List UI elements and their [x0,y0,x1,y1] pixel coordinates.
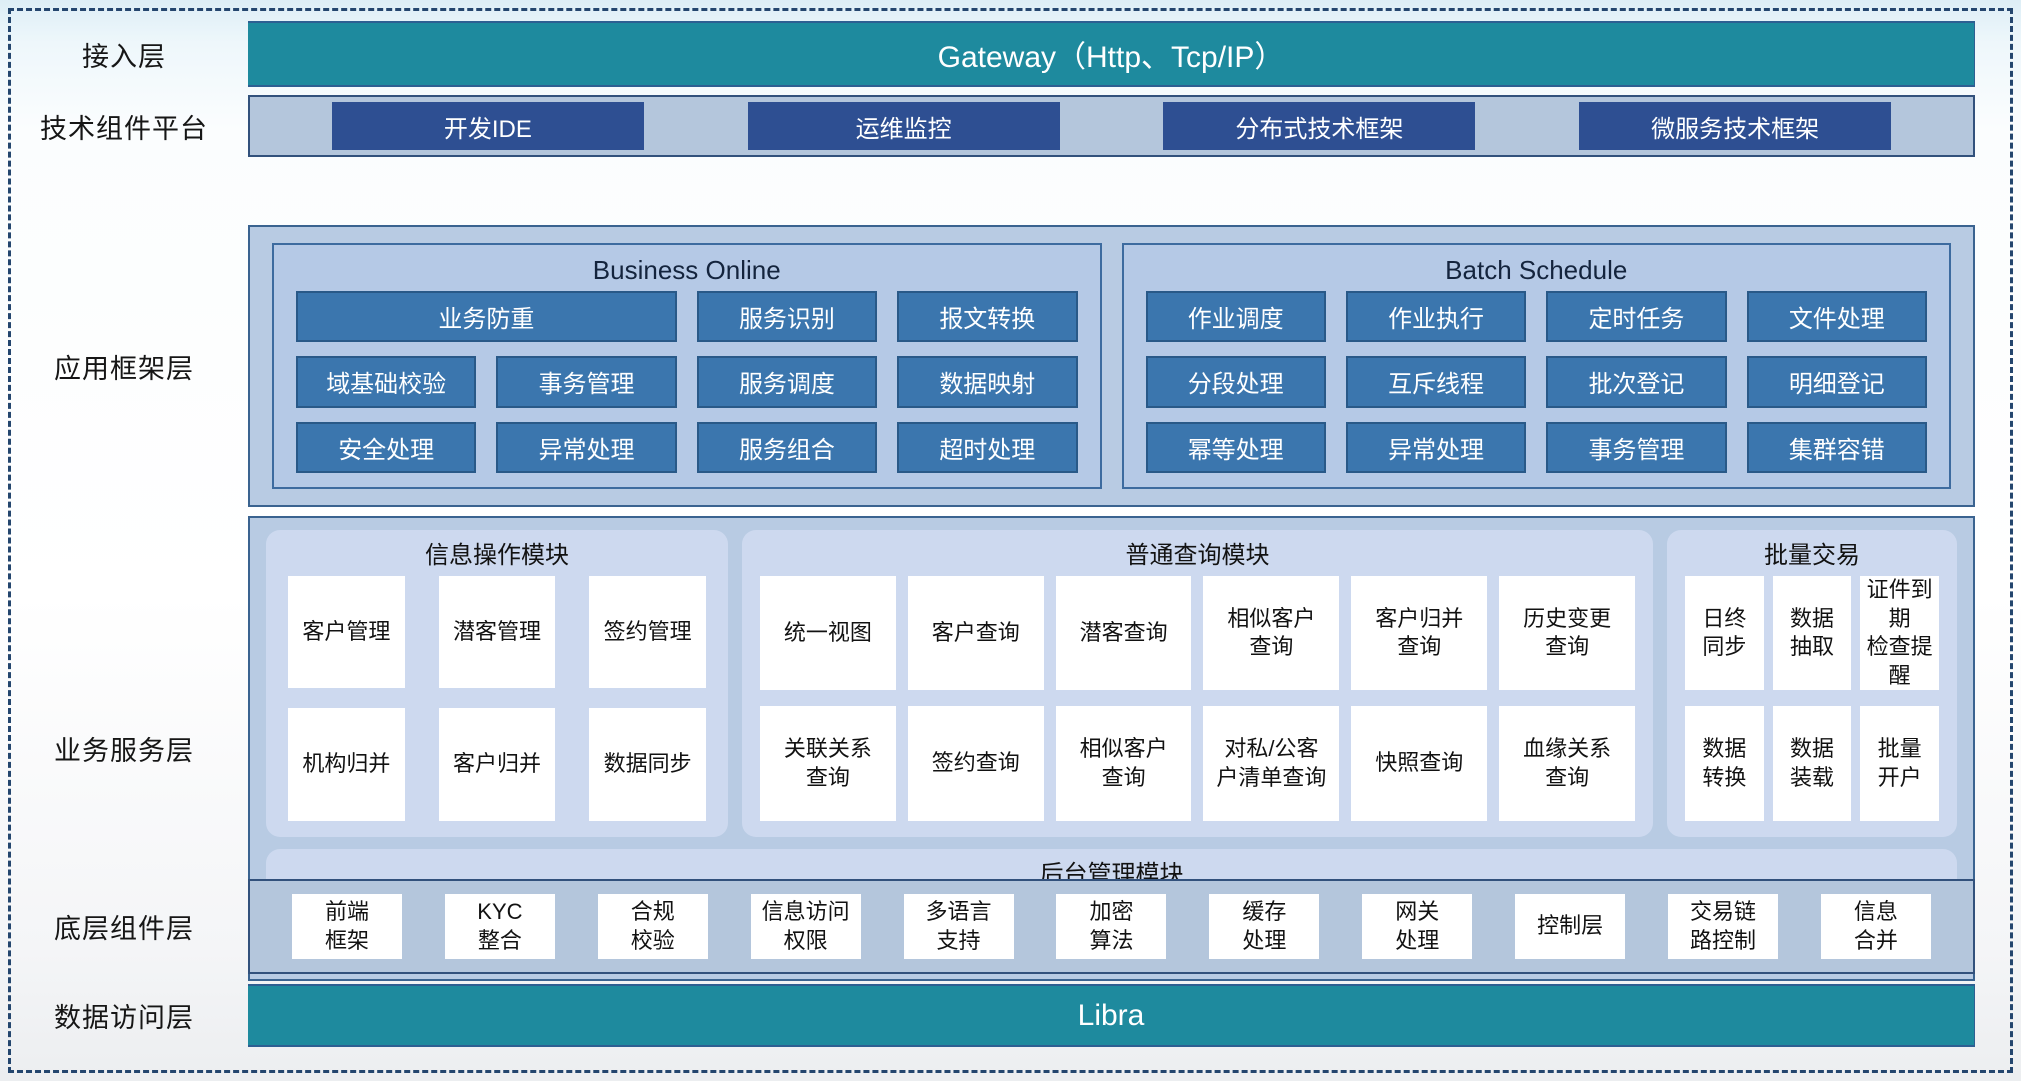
batch-schedule-box: 定时任务 [1546,291,1727,343]
query-module-cell: 签约查询 [907,706,1044,821]
info-module-grid: 客户管理潜客管理签约管理机构归并客户归并数据同步 [284,574,710,823]
tech-platform-bar: 开发IDE 运维监控 分布式技术框架 微服务技术框架 [248,95,1975,157]
base-component-cell: 缓存 处理 [1209,894,1320,959]
batch-schedule-box: 互斥线程 [1345,356,1527,408]
base-component-cell: 多语言 支持 [903,894,1014,959]
tech-component-box: 开发IDE [331,102,644,150]
info-module-cell: 潜客管理 [438,576,556,689]
batch-schedule-box: 作业执行 [1345,291,1527,343]
batch-trade-grid: 日终 同步数据 抽取证件到期 检查提醒数据 转换数据 装载批量 开户 [1685,574,1939,823]
business-service-label: 业务服务层 [54,735,194,766]
batch-schedule-title: Batch Schedule [1445,255,1628,285]
query-module-cell: 客户查询 [907,576,1044,691]
query-module-cell: 客户归并 查询 [1351,576,1488,691]
query-module-title: 普通查询模块 [1125,542,1270,569]
batch-schedule-panel: Batch Schedule 作业调度作业执行定时任务文件处理分段处理互斥线程批… [1121,243,1951,489]
business-service-row: 业务服务层 信息操作模块 客户管理潜客管理签约管理机构归并客户归并数据同步 普通… [0,516,1975,981]
query-module-cell: 关联关系 查询 [760,706,896,821]
batch-trade-title: 批量交易 [1764,542,1860,569]
base-component-cell: 合规 校验 [597,894,708,959]
base-component-cell: 加密 算法 [1056,894,1167,959]
business-online-title: Business Online [592,255,781,285]
business-online-box: 异常处理 [496,421,677,473]
base-component-cell: KYC 整合 [444,894,555,959]
query-module-cell: 血缘关系 查询 [1499,706,1635,821]
tech-platform-label: 技术组件平台 [40,113,208,144]
batch-trade-cell: 数据 转换 [1685,706,1764,821]
query-module-cell: 统一视图 [760,576,896,691]
tech-component-box: 运维监控 [747,102,1060,150]
base-components-row: 底层组件层 前端 框架 KYC 整合合规 校验信息访问 权限多语言 支持加密 算法… [0,879,1975,974]
query-module-grid: 统一视图客户查询潜客查询相似客户 查询客户归并 查询历史变更 查询关联关系 查询… [760,574,1635,823]
query-module-cell: 相似客户 查询 [1203,576,1340,691]
app-framework-label: 应用框架层 [54,353,194,384]
batch-trade-cell: 数据 抽取 [1772,576,1852,691]
batch-schedule-box: 异常处理 [1345,421,1527,473]
batch-trade-cell: 批量 开户 [1860,706,1939,821]
data-access-row: 数据访问层 Libra [0,984,1975,1047]
base-component-cell: 控制层 [1515,894,1626,959]
batch-schedule-box: 集群容错 [1746,421,1927,473]
business-online-box: 数据映射 [897,356,1078,408]
info-module-cell: 签约管理 [589,576,706,689]
business-online-box: 服务组合 [696,421,878,473]
query-module-cell: 相似客户 查询 [1055,706,1192,821]
batch-schedule-box: 事务管理 [1546,421,1727,473]
info-module-cell: 数据同步 [589,708,706,821]
batch-trade-cell: 数据 装载 [1772,706,1852,821]
business-online-box: 安全处理 [296,421,477,473]
diagram-rows: 接入层 Gateway（Http、Tcp/IP） 技术组件平台 开发IDE 运维监… [0,21,1975,1047]
info-module-cell: 客户归并 [438,708,556,821]
info-module-title: 信息操作模块 [425,542,569,569]
query-module-cell: 历史变更 查询 [1499,576,1635,691]
query-module-cell: 对私/公客 户清单查询 [1203,706,1340,821]
query-module-panel: 普通查询模块 统一视图客户查询潜客查询相似客户 查询客户归并 查询历史变更 查询… [742,530,1653,837]
batch-schedule-box: 作业调度 [1145,291,1326,343]
business-service-top-panels: 信息操作模块 客户管理潜客管理签约管理机构归并客户归并数据同步 普通查询模块 统… [266,530,1957,837]
business-online-box: 事务管理 [496,356,677,408]
base-component-cell: 信息 合并 [1820,894,1931,959]
tech-platform-row: 技术组件平台 开发IDE 运维监控 分布式技术框架 微服务技术框架 [0,95,1975,157]
business-online-box: 报文转换 [897,291,1078,343]
business-online-box: 服务调度 [696,356,878,408]
business-online-box: 超时处理 [897,421,1078,473]
batch-trade-cell: 证件到期 检查提醒 [1860,576,1939,691]
batch-schedule-grid: 作业调度作业执行定时任务文件处理分段处理互斥线程批次登记明细登记幂等处理异常处理… [1145,291,1927,473]
batch-schedule-box: 文件处理 [1746,291,1927,343]
business-online-grid: 业务防重服务识别报文转换域基础校验事务管理服务调度数据映射安全处理异常处理服务组… [296,291,1078,473]
info-module-cell: 机构归并 [288,708,405,821]
base-components-label: 底层组件层 [54,914,194,944]
business-online-panel: Business Online 业务防重服务识别报文转换域基础校验事务管理服务调… [272,243,1102,489]
app-framework-container: Business Online 业务防重服务识别报文转换域基础校验事务管理服务调… [248,225,1975,507]
access-layer-row: 接入层 Gateway（Http、Tcp/IP） [0,21,1975,87]
base-component-cell: 交易链 路控制 [1668,894,1779,959]
base-components-container: 前端 框架 KYC 整合合规 校验信息访问 权限多语言 支持加密 算法缓存 处理网… [248,879,1975,974]
base-component-cell: 信息访问 权限 [750,894,861,959]
tech-component-box: 分布式技术框架 [1163,102,1476,150]
info-module-panel: 信息操作模块 客户管理潜客管理签约管理机构归并客户归并数据同步 [266,530,728,837]
access-layer-label: 接入层 [82,41,166,72]
base-component-cell: 前端 框架 [292,894,402,959]
batch-trade-cell: 日终 同步 [1685,576,1764,691]
batch-schedule-box: 分段处理 [1145,356,1326,408]
business-online-box: 业务防重 [296,291,677,343]
tech-component-box: 微服务技术框架 [1579,102,1892,150]
batch-schedule-box: 幂等处理 [1145,421,1326,473]
gateway-bar: Gateway（Http、Tcp/IP） [248,21,1975,87]
libra-bar: Libra [248,984,1975,1047]
info-module-cell: 客户管理 [288,576,405,689]
base-component-cell: 网关 处理 [1362,894,1473,959]
app-framework-row: 应用框架层 Business Online 业务防重服务识别报文转换域基础校验事… [0,225,1975,507]
batch-trade-panel: 批量交易 日终 同步数据 抽取证件到期 检查提醒数据 转换数据 装载批量 开户 [1667,530,1957,837]
query-module-cell: 快照查询 [1351,706,1488,821]
query-module-cell: 潜客查询 [1055,576,1192,691]
batch-schedule-box: 明细登记 [1746,356,1927,408]
business-online-box: 域基础校验 [296,356,477,408]
batch-schedule-box: 批次登记 [1546,356,1727,408]
data-access-label: 数据访问层 [54,1003,194,1033]
business-online-box: 服务识别 [696,291,878,343]
